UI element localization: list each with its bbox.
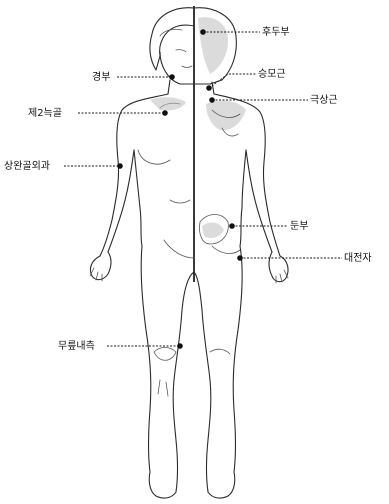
label-infraspinatus: 극상근 bbox=[310, 94, 338, 106]
tender-point-dot bbox=[237, 255, 243, 261]
tender-point-dot bbox=[209, 97, 215, 103]
tender-point-dot bbox=[206, 85, 212, 91]
tender-point-greater-trochanter: 대전자 bbox=[237, 252, 371, 264]
tender-point-dot bbox=[117, 163, 123, 169]
tender-point-dot bbox=[200, 29, 206, 35]
label-gluteal: 둔부 bbox=[290, 220, 308, 232]
tender-point-dot bbox=[162, 110, 168, 116]
label-neck: 경부 bbox=[92, 70, 110, 83]
tender-point-dot bbox=[169, 74, 175, 80]
tender-point-trapezius: 승모근 bbox=[206, 68, 285, 91]
label-medial-knee: 무릎내측 bbox=[58, 340, 95, 352]
label-trapezius: 승모근 bbox=[258, 68, 286, 80]
back-view-figure bbox=[194, 8, 288, 498]
tender-point-dot bbox=[177, 343, 183, 349]
label-occipital: 후두부 bbox=[262, 26, 290, 38]
tender-point-second-rib: 제2늑골 bbox=[28, 107, 168, 119]
label-greater-trochanter: 대전자 bbox=[344, 252, 372, 264]
label-second-rib: 제2늑골 bbox=[28, 107, 62, 119]
tender-point-neck: 경부 bbox=[92, 70, 175, 83]
tender-point-lateral-epicondyle: 상완골외과 bbox=[4, 160, 123, 172]
tender-point-dot bbox=[229, 223, 235, 229]
tender-point-medial-knee: 무릎내측 bbox=[58, 340, 183, 352]
label-lateral-epicondyle: 상완골외과 bbox=[4, 160, 50, 172]
